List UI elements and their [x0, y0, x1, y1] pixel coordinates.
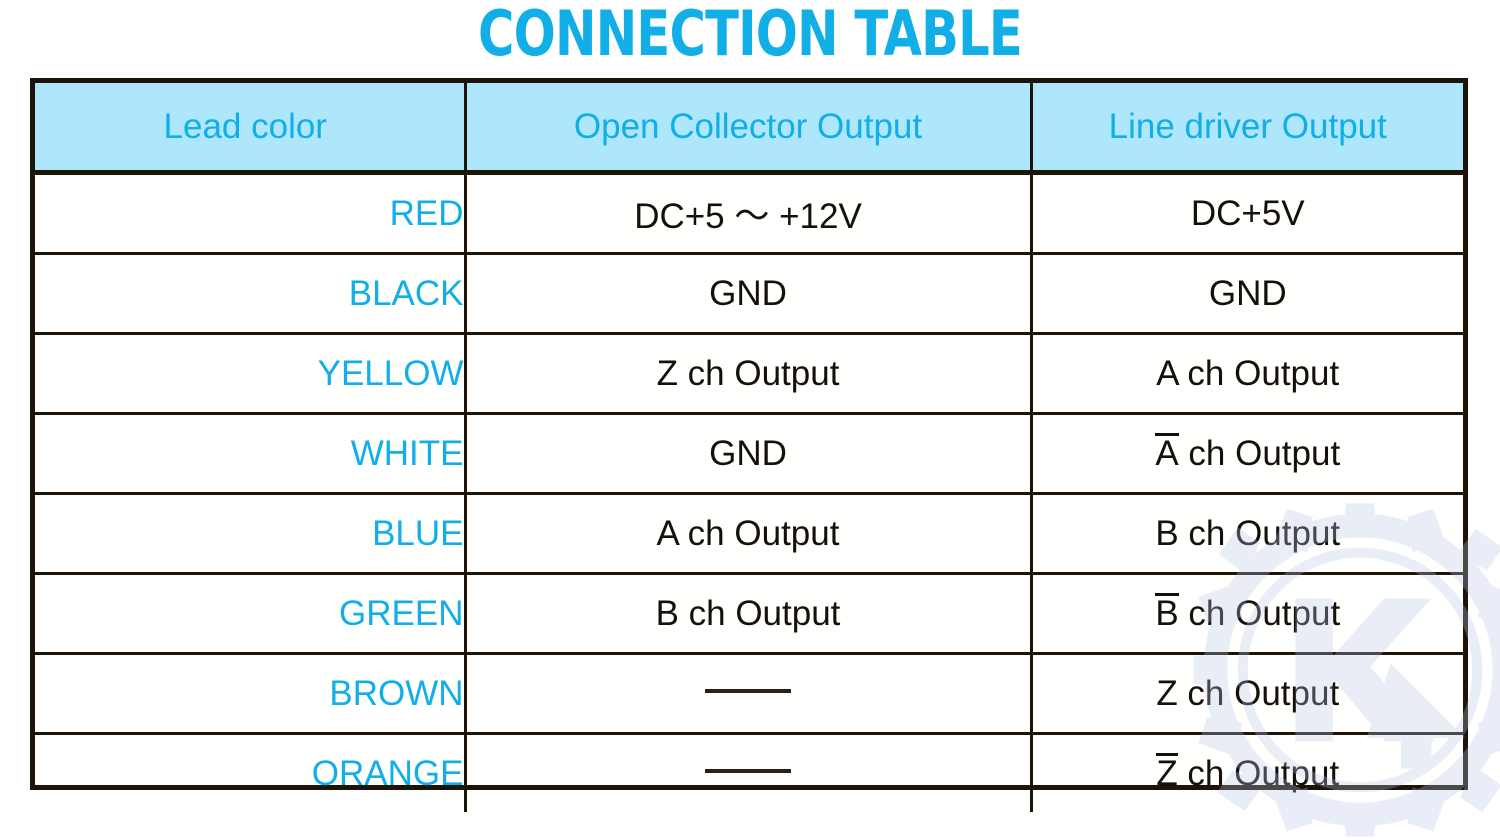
cell-open-collector-output: Z ch Output [465, 333, 1033, 415]
cell-line-driver-output: A ch Output [1031, 333, 1463, 415]
cell-line-driver-output: B ch Output [1031, 573, 1463, 655]
table-row: BROWN Z ch Output [35, 653, 1463, 735]
cell-open-collector-output: A ch Output [465, 493, 1033, 575]
column-header-open-collector-output: Open Collector Output [465, 83, 1033, 175]
table-row: ORANGE Z ch Output [35, 733, 1463, 813]
cell-line-driver-output: A ch Output [1031, 413, 1463, 495]
cell-lead-color: BROWN [35, 653, 467, 735]
cell-lead-color: WHITE [35, 413, 467, 495]
column-header-line-driver-output: Line driver Output [1031, 83, 1463, 175]
page-title: CONNECTION TABLE [478, 0, 1023, 70]
cell-open-collector-output [465, 733, 1033, 812]
cell-open-collector-output [465, 653, 1033, 735]
cell-open-collector-output: B ch Output [465, 573, 1033, 655]
overline-signal-label: A [1155, 433, 1179, 473]
cell-lead-color: GREEN [35, 573, 467, 655]
cell-open-collector-output: GND [465, 413, 1033, 495]
overline-signal-label: Z [1156, 753, 1178, 793]
column-header-lead-color: Lead color [35, 83, 467, 175]
not-applicable-dash [705, 768, 791, 773]
signal-label-suffix: ch Output [1177, 754, 1340, 793]
not-applicable-dash [705, 688, 791, 693]
table-header: Lead color Open Collector Output Line dr… [35, 83, 1463, 175]
cell-lead-color: BLACK [35, 253, 467, 335]
cell-lead-color: YELLOW [35, 333, 467, 415]
cell-line-driver-output: Z ch Output [1031, 653, 1463, 735]
overline-signal-label: B [1155, 593, 1179, 633]
signal-label-suffix: ch Output [1178, 434, 1341, 473]
cell-open-collector-output: DC+5 〜 +12V [465, 172, 1033, 255]
table-header-row: Lead color Open Collector Output Line dr… [35, 83, 1463, 175]
cell-lead-color: RED [35, 172, 467, 255]
signal-label-suffix: ch Output [1178, 594, 1341, 633]
cell-line-driver-output: B ch Output [1031, 493, 1463, 575]
cell-lead-color: BLUE [35, 493, 467, 575]
cell-line-driver-output: Z ch Output [1031, 734, 1463, 813]
cell-line-driver-output: GND [1031, 253, 1463, 335]
cell-lead-color: ORANGE [35, 733, 467, 812]
connection-table: Lead color Open Collector Output Line dr… [35, 83, 1463, 812]
cell-line-driver-output: DC+5V [1031, 172, 1463, 255]
cell-open-collector-output: GND [465, 253, 1033, 335]
connection-table-container: Lead color Open Collector Output Line dr… [30, 78, 1468, 812]
